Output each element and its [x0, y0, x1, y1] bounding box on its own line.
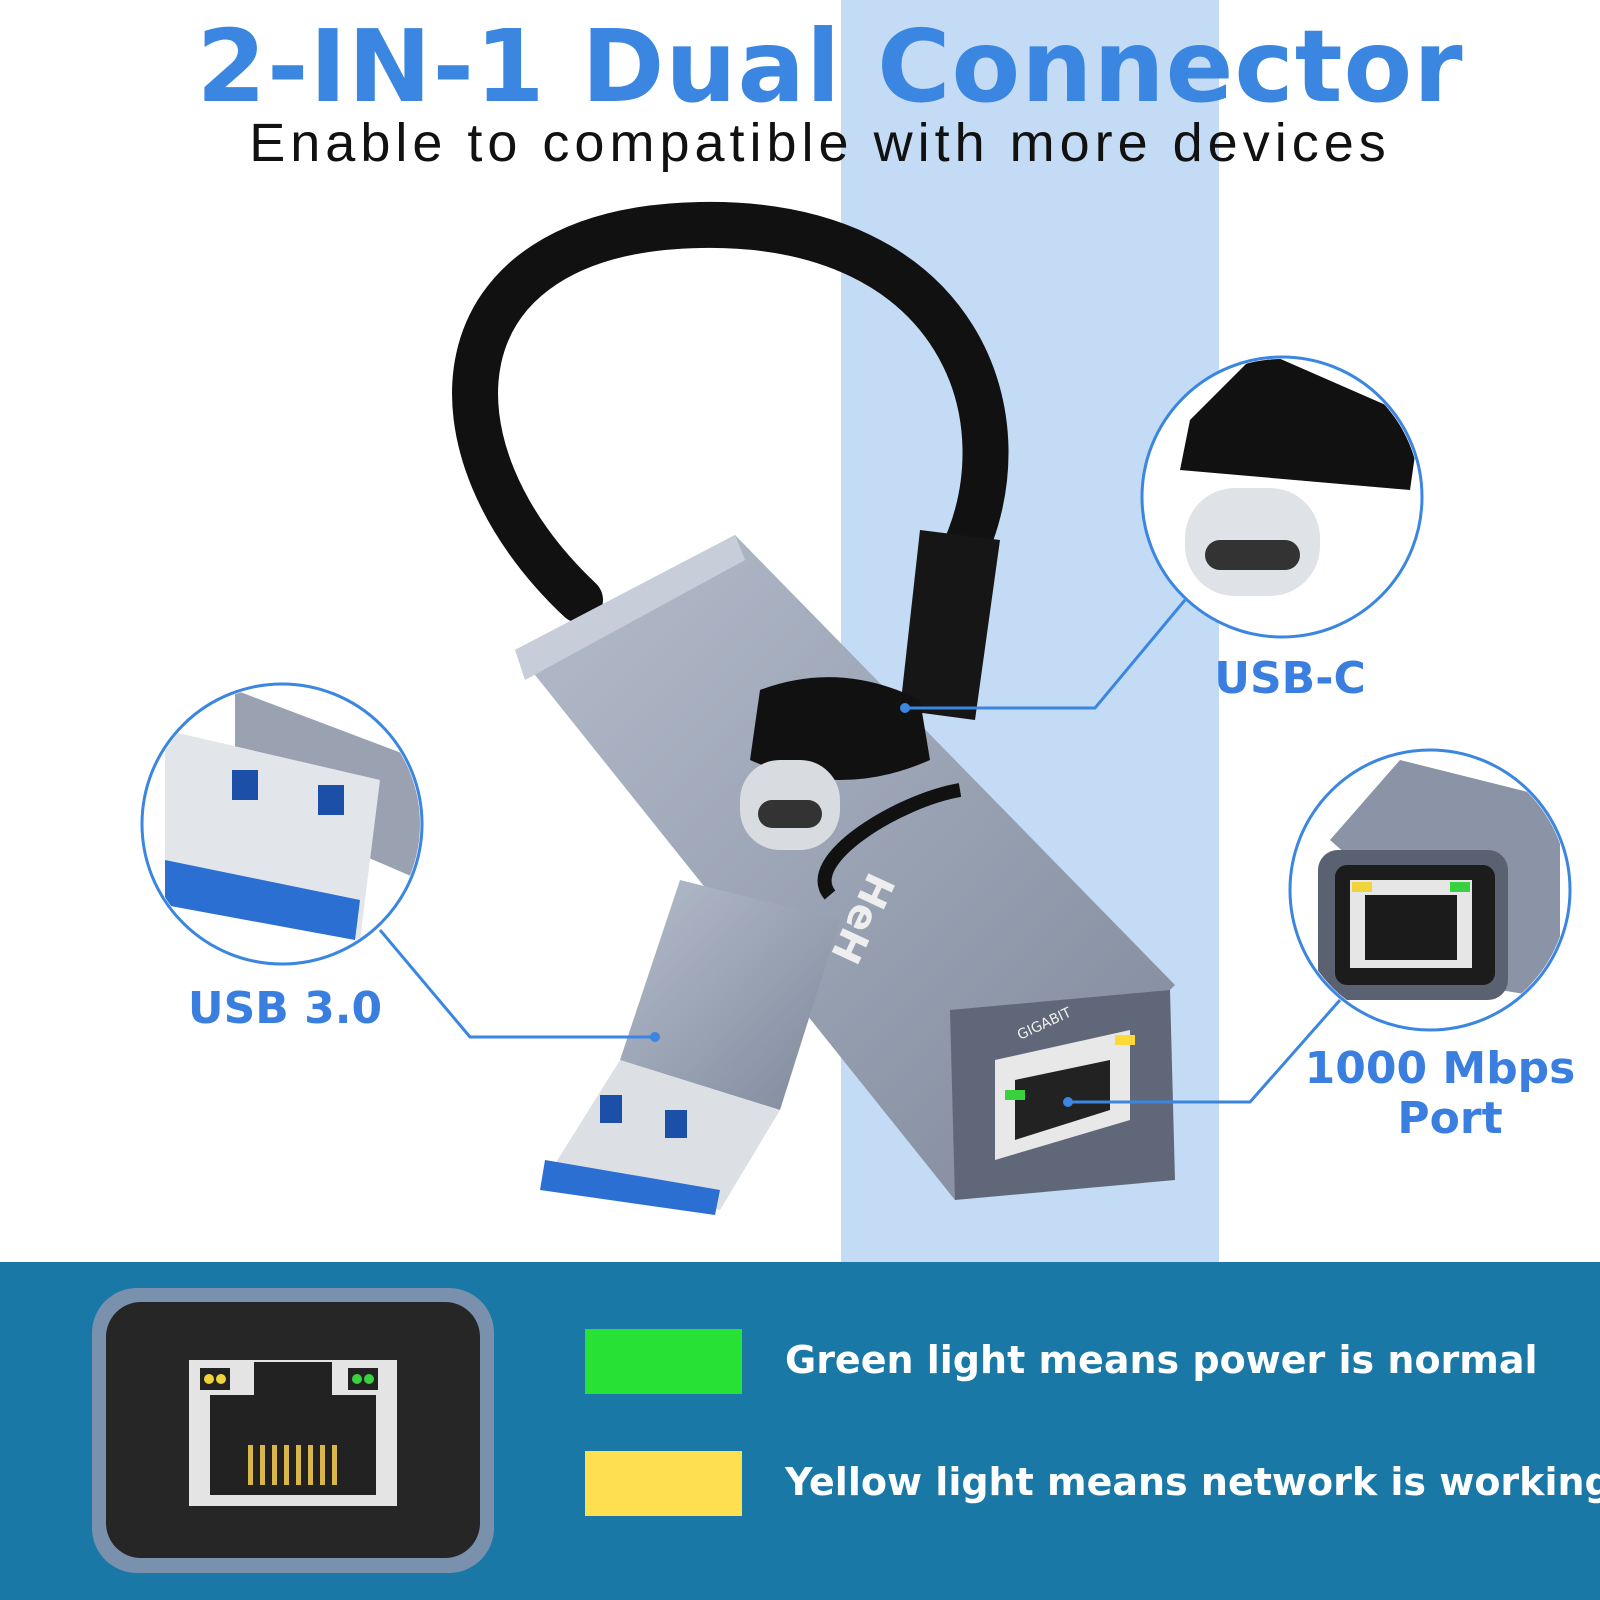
rj45-closeup	[1288, 748, 1572, 1032]
leader-port	[1068, 999, 1342, 1104]
page-subtitle: Enable to compatible with more devices	[249, 113, 1391, 173]
leader-usb-a	[378, 929, 655, 1039]
yellow-legend-text: Yellow light means network is working	[785, 1460, 1600, 1504]
page-title: 2-IN-1 Dual Connector	[196, 8, 1464, 125]
usb-c-closeup	[1140, 355, 1424, 639]
green-legend-text: Green light means power is normal	[785, 1338, 1538, 1382]
usb-a-closeup	[140, 682, 424, 966]
usb-a-plug	[540, 880, 840, 1215]
usb-c-plug	[740, 530, 1000, 850]
port-label-line1: 1000 Mbps	[1304, 1043, 1576, 1094]
adapter-body: GIGABIT HeH	[515, 535, 1175, 1200]
legend-band	[0, 1262, 1600, 1600]
cable	[452, 201, 1009, 623]
usb-c-label: USB-C	[1214, 653, 1366, 704]
port-label-line2: Port	[1397, 1093, 1503, 1144]
product-illustration: GIGABIT HeH	[140, 201, 1572, 1215]
yellow-swatch	[585, 1451, 742, 1516]
usb-a-label: USB 3.0	[187, 983, 383, 1034]
green-swatch	[585, 1329, 742, 1394]
leader-usb-c	[905, 599, 1187, 710]
